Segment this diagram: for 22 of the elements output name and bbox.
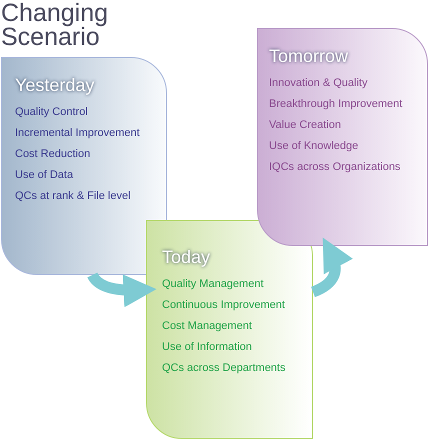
list-item: QCs across Departments (162, 362, 286, 375)
list-item: Use of Data (15, 169, 74, 182)
card-heading: Today (162, 246, 210, 268)
list-item: Breakthrough Improvement (269, 98, 402, 111)
list-item: Value Creation (269, 119, 341, 132)
list-item: Cost Reduction (15, 148, 90, 161)
stage-card (257, 28, 428, 246)
list-item: IQCs across Organizations (269, 161, 400, 174)
list-item: Use of Knowledge (269, 140, 358, 153)
list-item: Cost Management (162, 320, 252, 333)
stage-card (146, 220, 313, 439)
curved-arrow (310, 237, 353, 298)
card-heading: Yesterday (15, 74, 94, 96)
list-item: Quality Management (162, 278, 264, 291)
list-item: QCs at rank & File level (15, 190, 131, 203)
list-item: Innovation & Quality (269, 77, 368, 90)
list-item: Continuous Improvement (162, 299, 285, 312)
list-item: Use of Information (162, 341, 252, 354)
card-heading: Tomorrow (269, 45, 348, 67)
diagram-title: Changing Scenario (1, 1, 110, 49)
list-item: Incremental Improvement (15, 127, 140, 140)
list-item: Quality Control (15, 106, 88, 119)
